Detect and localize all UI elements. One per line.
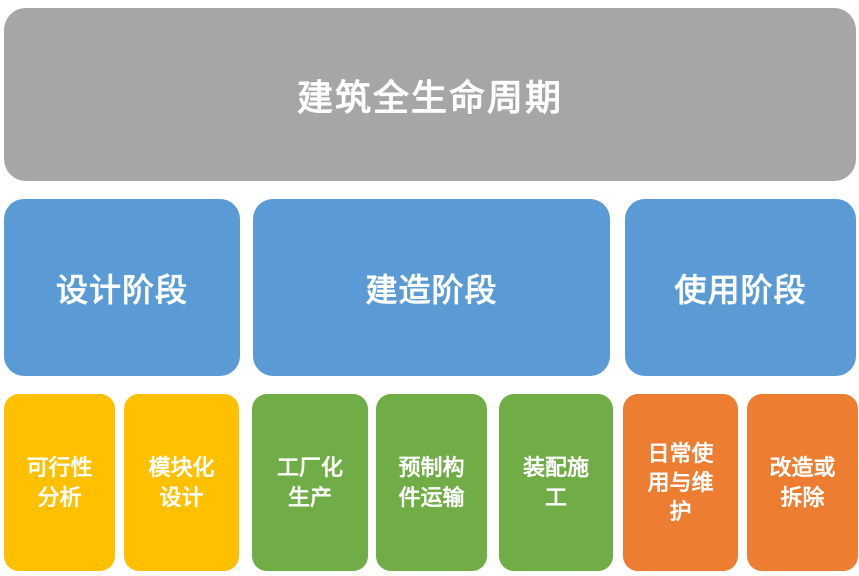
- sub-stage-daily-use-maintenance: 日常使用与维护: [623, 394, 738, 571]
- sub-stage-prefab-transport: 预制构件运输: [376, 394, 487, 571]
- phase-box-construction: 建造阶段: [253, 199, 610, 376]
- sub-stage-renovation-demolition: 改造或拆除: [747, 394, 858, 571]
- phase-box-use: 使用阶段: [625, 199, 856, 376]
- sub-stage-feasibility-analysis: 可行性分析: [4, 394, 115, 571]
- sub-stage-factory-production: 工厂化生产: [252, 394, 368, 571]
- sub-stage-label: 改造或拆除: [769, 455, 836, 510]
- sub-stage-label: 模块化设计: [148, 455, 215, 510]
- sub-stage-label: 装配施工: [522, 455, 589, 510]
- phase-use-label: 使用阶段: [674, 271, 807, 308]
- phase-box-design: 设计阶段: [4, 199, 240, 376]
- lifecycle-title-box: 建筑全生命周期: [4, 8, 856, 181]
- sub-stage-modular-design: 模块化设计: [124, 394, 239, 571]
- sub-stage-label: 预制构件运输: [398, 455, 465, 510]
- phase-construction-label: 建造阶段: [365, 271, 498, 308]
- lifecycle-title: 建筑全生命周期: [296, 76, 563, 118]
- sub-stage-label: 工厂化生产: [276, 455, 343, 510]
- sub-stage-label: 可行性分析: [26, 455, 93, 510]
- sub-stage-assembly-construction: 装配施工: [499, 394, 613, 571]
- sub-stage-label: 日常使用与维护: [647, 440, 714, 525]
- phase-design-label: 设计阶段: [55, 271, 188, 308]
